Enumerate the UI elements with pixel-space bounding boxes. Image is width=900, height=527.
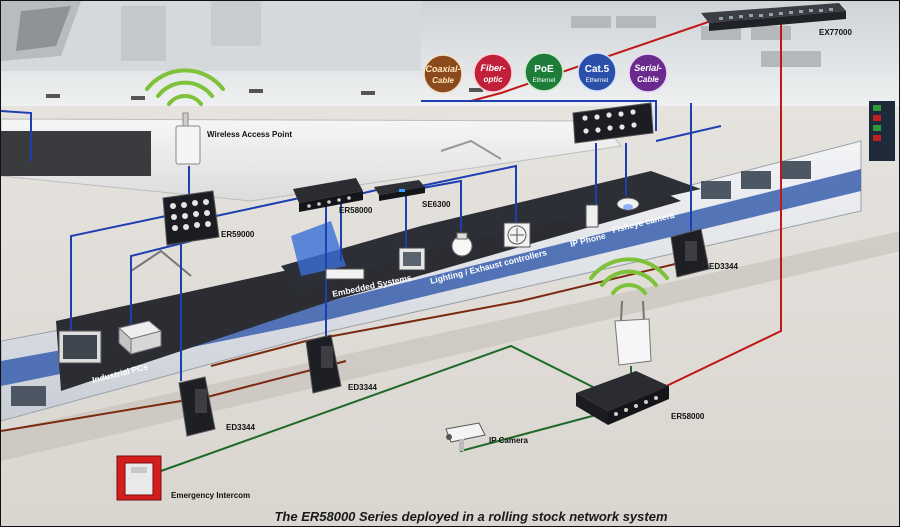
legend-poe: PoE Ethernet xyxy=(524,52,564,92)
legend-fiber: Fiber- optic xyxy=(473,53,513,93)
svg-text:Serial-: Serial- xyxy=(634,63,662,73)
emergency-intercom-device xyxy=(116,455,162,501)
label-ed3344-right: ED3344 xyxy=(709,262,738,271)
svg-text:Ethernet: Ethernet xyxy=(533,78,556,84)
ed3344-middle xyxy=(305,334,342,394)
wifi-icon xyxy=(145,68,225,106)
industrial-pc-monitor xyxy=(58,330,102,364)
label-ex77000: EX77000 xyxy=(819,28,852,37)
exhaust-fan-icon xyxy=(503,222,531,248)
label-er58000-bottom: ER58000 xyxy=(671,412,705,421)
industrial-pc-box xyxy=(117,320,163,356)
wireless-access-point xyxy=(175,112,201,165)
svg-text:Coaxial-: Coaxial- xyxy=(425,64,460,74)
svg-text:optic: optic xyxy=(483,75,503,84)
ed3344-right xyxy=(670,228,710,278)
light-bulb-icon xyxy=(451,232,473,257)
svg-text:Ethernet: Ethernet xyxy=(586,78,609,84)
label-wireless-access-point: Wireless Access Point xyxy=(207,130,292,139)
top-right-router xyxy=(572,102,654,144)
embedded-system-device xyxy=(325,268,365,280)
label-ed3344-left: ED3344 xyxy=(226,423,255,432)
legend-cat5: Cat.5 Ethernet xyxy=(577,52,617,92)
svg-text:Cat.5: Cat.5 xyxy=(585,64,610,75)
diagram-caption: The ER58000 Series deployed in a rolling… xyxy=(274,509,667,524)
label-er58000-top: ER58000 xyxy=(339,206,373,215)
label-er59000: ER59000 xyxy=(221,230,255,239)
svg-text:Cable: Cable xyxy=(637,75,659,84)
er58000-top xyxy=(293,178,363,212)
ip-phone-device xyxy=(585,204,599,228)
station-sign xyxy=(869,101,895,161)
er59000-router xyxy=(162,190,220,246)
er58000-bottom xyxy=(576,371,669,425)
cable-legend: Coaxial- Cable Fiber- optic PoE Ethernet… xyxy=(423,52,668,94)
fiber-optic-link xyxy=(655,21,782,392)
label-ip-camera: IP Camera xyxy=(489,436,529,445)
svg-text:PoE: PoE xyxy=(534,64,554,75)
ex77000-switch xyxy=(701,3,846,31)
label-emergency-intercom: Emergency Intercom xyxy=(171,491,250,500)
ed3344-left xyxy=(178,376,216,437)
wifi-icon-lower xyxy=(589,257,669,295)
fisheye-camera-icon xyxy=(616,197,640,211)
label-ed3344-middle: ED3344 xyxy=(348,383,377,392)
se6300-device xyxy=(374,180,425,201)
legend-coaxial: Coaxial- Cable xyxy=(423,54,463,94)
svg-text:Cable: Cable xyxy=(432,76,454,85)
ip-camera-icon xyxy=(445,422,486,451)
legend-serial: Serial- Cable xyxy=(628,53,668,93)
wireless-access-point-lower xyxy=(614,300,652,366)
label-se6300: SE6300 xyxy=(422,200,451,209)
svg-text:Fiber-: Fiber- xyxy=(480,63,505,73)
